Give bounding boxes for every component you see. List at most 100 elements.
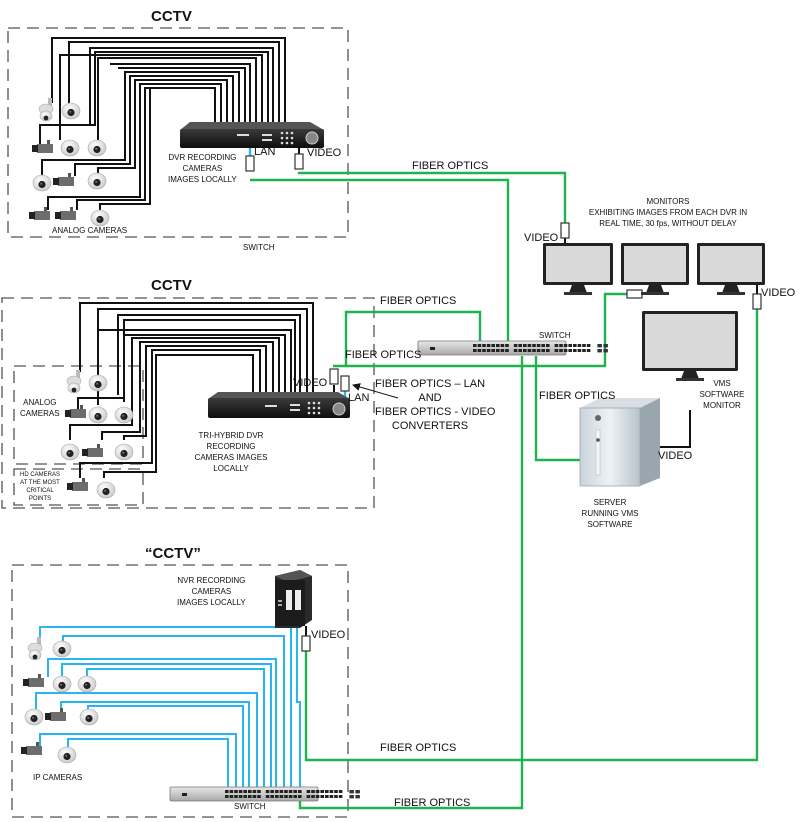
fiber-switch-to-server [534,356,580,462]
ip-cameras-label: IP CAMERAS [33,773,83,782]
hd-group-label-line: POINTS [28,496,52,502]
dome-camera-icon [60,139,80,157]
vms-monitor-label-line: MONITOR [703,401,741,410]
bottom-ip-cables [35,626,301,787]
analog-cameras-group-boundary [13,365,144,465]
fiber-mid-lan-to-monitor2 [333,292,627,368]
fiber-label-bottom-upper: FIBER OPTICS [380,742,457,754]
monitor3-video-label: VIDEO [761,287,796,299]
monitors-label-line: REAL TIME, 30 fps, WITHOUT DELAY [599,219,737,228]
dome-camera-icon [52,675,72,693]
top-dvr-label-line: CAMERAS [182,164,223,173]
bottom-switch-icon [169,786,360,802]
server-label-line: SERVER [593,498,627,507]
box-camera-icon [21,742,42,755]
analog-group-label-line: ANALOG [23,398,57,407]
middle-video-label: VIDEO [293,377,328,389]
ptz-camera-icon [27,637,43,661]
middle-cctv-boundary [1,297,375,509]
fiber-label-mid-upper: FIBER OPTICS [380,295,457,307]
dome-camera-icon [90,209,110,227]
dome-camera-icon [88,406,108,424]
ptz-camera-icon [38,98,54,122]
converter-note-line: CONVERTERS [391,420,469,432]
fiber-switch-up-branch [344,310,482,366]
fiber-label-bottom-lower: FIBER OPTICS [394,797,471,809]
dome-camera-icon [114,406,134,424]
top-cctv-boundary [7,27,349,238]
top-dvr-label-line: IMAGES LOCALLY [168,175,237,184]
dome-camera-icon [60,443,80,461]
converter-mid-lan [340,375,350,392]
top-dvr-label: DVR RECORDING CAMERAS IMAGES LOCALLY [168,152,237,185]
switches [169,340,608,802]
monitor-3-icon [697,243,765,295]
hd-cameras-group-boundary [13,468,144,506]
fiber-links [250,171,759,810]
bottom-section-title: “CCTV” [145,545,201,562]
nvr-label-line: IMAGES LOCALLY [177,598,246,607]
monitor-1-icon [543,243,613,295]
box-camera-icon [45,708,66,721]
converter-note: FIBER OPTICS – LAN AND FIBER OPTICS - VI… [375,377,496,433]
box-camera-icon [82,444,103,457]
fiber-top-video-to-monitor [297,171,567,236]
bottom-switch-label: SWITCH [234,802,266,811]
converter-nvr-video [301,635,311,652]
nvr-device [275,570,312,628]
tri-hybrid-dvr-label-line: TRI-HYBRID DVR [198,431,264,440]
monitors [543,243,765,381]
analog-cameras-label: ANALOG CAMERAS [52,226,128,235]
top-lan-label: LAN [254,146,276,158]
dome-camera-icon [52,640,72,658]
middle-section-title: CCTV [151,277,192,294]
fiber-label-top: FIBER OPTICS [412,160,489,172]
monitors-label-line: MONITORS [646,197,690,206]
converter-note-line: FIBER OPTICS - VIDEO [375,406,496,418]
hd-group-label-line: AT THE MOST [20,480,60,486]
top-dvr [180,122,324,148]
nvr-label: NVR RECORDING CAMERAS IMAGES LOCALLY [177,575,246,608]
converter-top-lan [245,155,255,172]
top-analog-cables [39,37,286,212]
converter-note-arrow [352,383,399,399]
hd-group-label: HD CAMERAS AT THE MOST CRITICAL POINTS [16,471,64,503]
dome-camera-icon [57,746,77,764]
vms-monitor-label-line: VMS [713,379,731,388]
fiber-nvr-video-to-monitor3 [304,308,759,762]
fiber-top-lan-to-switch [250,178,510,342]
converter-mid-video [329,368,339,385]
dome-camera-icon [87,139,107,157]
fiber-converters [245,153,762,652]
converter-note-line: FIBER OPTICS – LAN [375,378,486,390]
top-section-title: CCTV [151,8,192,25]
converter-monitor1 [560,222,570,239]
box-camera-icon [29,207,50,220]
ptz-camera-icon [66,370,82,394]
top-dvr-label-line: DVR RECORDING [168,153,237,162]
tri-hybrid-dvr-label-line: LOCALLY [213,464,249,473]
server-label-line: RUNNING VMS [581,509,639,518]
vms-monitor-label: VMS SOFTWARE MONITOR [692,378,752,411]
converter-note-line: AND [418,392,442,404]
converter-top-video [294,153,304,170]
dome-camera-icon [32,174,52,192]
tri-hybrid-dvr-label-line: CAMERAS IMAGES [194,453,268,462]
boundaries [1,27,375,818]
monitors-label: MONITORS EXHIBITING IMAGES FROM EACH DVR… [573,196,763,229]
box-camera-icon [23,674,44,687]
monitor1-video-label: VIDEO [524,232,559,244]
nvr-label-line: CAMERAS [191,587,232,596]
middle-analog-cables [69,302,314,478]
monitors-label-line: EXHIBITING IMAGES FROM EACH DVR IN [588,208,748,217]
nvr-label-line: NVR RECORDING [177,576,246,585]
dome-camera-icon [87,172,107,190]
vms-server [579,398,660,487]
dome-camera-icon [96,481,116,499]
fiber-label-server: FIBER OPTICS [539,390,616,402]
box-camera-icon [32,140,53,153]
fiber-label-mid-lower: FIBER OPTICS [345,349,422,361]
central-switch-label: SWITCH [539,331,571,340]
box-camera-icon [55,207,76,220]
